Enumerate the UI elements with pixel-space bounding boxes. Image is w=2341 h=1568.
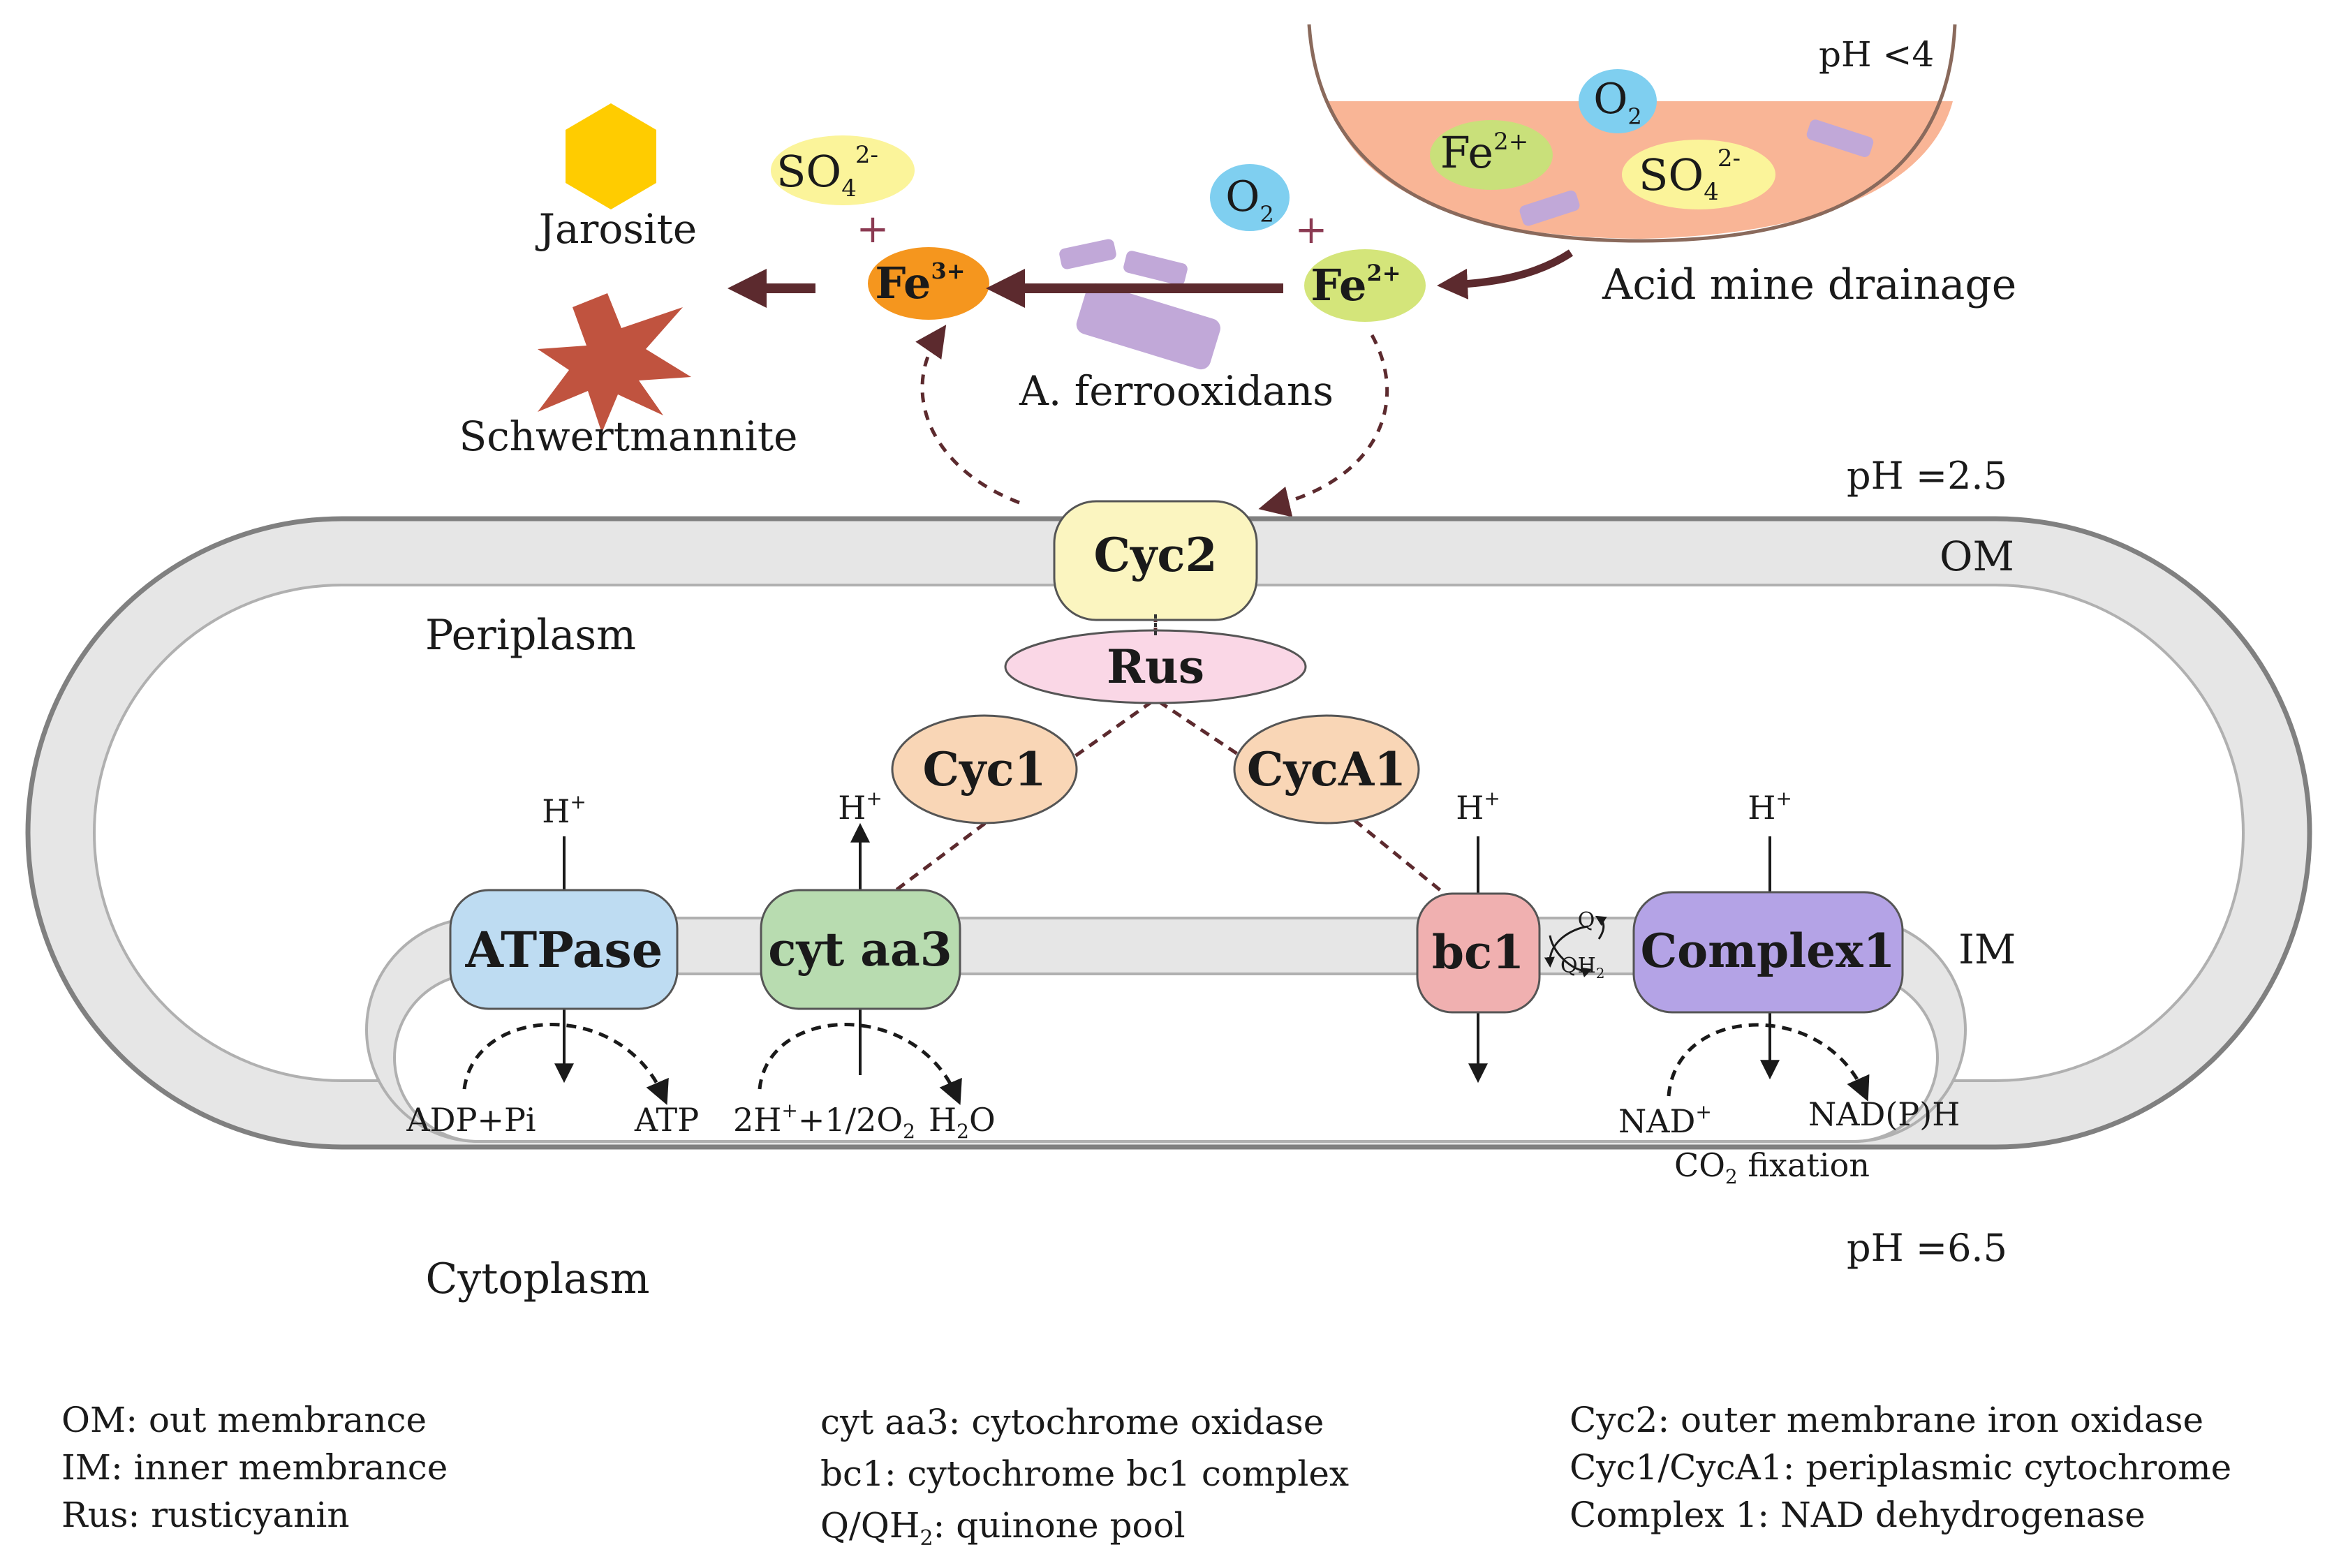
rus-cyc1-link [1067, 700, 1153, 763]
atp-synthesis-curve [462, 1023, 669, 1105]
jarosite-label: Jarosite [536, 205, 697, 253]
cyca1-label: CycA1 [1247, 742, 1406, 797]
ph-inner-label: pH =6.5 [1847, 1226, 2007, 1270]
cyc1-cytaa3-link [885, 812, 1000, 898]
legend-entry: bc1: cytochrome bc1 complex [820, 1454, 1350, 1494]
so4-top-label: SO42- [776, 141, 878, 202]
schwertmannite-star-icon [538, 293, 691, 433]
cyc2-protein [1053, 500, 1258, 621]
so4-top-bubble [771, 135, 915, 205]
plus-top: + [857, 207, 889, 252]
periplasm-label: Periplasm [425, 611, 636, 660]
amd-particle [1519, 190, 1580, 226]
complex1-protein [1632, 891, 1904, 1014]
fe2-amd-label: Fe2+ [1440, 127, 1528, 178]
im-label: IM [1958, 926, 2016, 973]
a-ferrooxidans-bacteria [1059, 239, 1220, 370]
legend-entry: Cyc1/CycA1: periplasmic cytochrome [1570, 1447, 2232, 1488]
o2-amd-bubble [1579, 69, 1657, 133]
legend-entry: Complex 1: NAD dehydrogenase [1570, 1495, 2146, 1535]
cytaa3-protein [760, 889, 961, 1010]
bacterium-rod [1059, 239, 1116, 269]
o2-amd-label: O2 [1593, 75, 1642, 130]
quinone-label: Q [1578, 908, 1595, 933]
legend-column-3: Cyc2: outer membrane iron oxidase Cyc1/C… [1570, 1396, 2231, 1539]
cyc2-label: Cyc2 [1094, 528, 1218, 582]
cyca1-protein [1233, 714, 1420, 824]
adp-pi-label: ADP+Pi [406, 1101, 536, 1139]
cyc1-label: Cyc1 [923, 742, 1047, 797]
cyc1-protein [891, 714, 1078, 824]
acid-mine-drainage-label: Acid mine drainage [1602, 260, 2016, 309]
cyc2-to-fe3-dashed-arrow [915, 325, 1020, 505]
bc1-label: bc1 [1432, 925, 1524, 979]
om-label: OM [1940, 533, 2014, 580]
schwertmannite-label: Schwertmannite [459, 413, 797, 460]
water-label: H2O [929, 1101, 996, 1143]
amd-to-fe2-arrow [1437, 249, 1574, 299]
so4-amd-bubble [1622, 140, 1775, 209]
so4-amd-label: SO42- [1639, 145, 1741, 206]
fe2-amd-bubble [1430, 120, 1553, 190]
nad-reduction-curve [1667, 1023, 1870, 1102]
ph-amd-label: pH <4 [1819, 34, 1934, 75]
oxygen-reduction-curve [758, 1023, 962, 1105]
atp-label: ATP [634, 1101, 699, 1139]
fe2-to-cyc2-dashed-arrow [1258, 334, 1389, 517]
fe2-label: Fe2+ [1310, 260, 1401, 311]
rus-protein [1004, 629, 1307, 704]
bc1-proton-label: H+ [1456, 787, 1500, 827]
legend-entry: Q/QH2: quinone pool [820, 1505, 1186, 1551]
ph-outer-label: pH =2.5 [1847, 454, 2007, 498]
cytaa3-label: cyt aa3 [768, 922, 952, 977]
o2-top-label: O2 [1225, 172, 1274, 228]
legend-entry: cyt aa3: cytochrome oxidase [820, 1402, 1324, 1442]
legend-column-1: OM: out membrance IM: inner membrance Ru… [61, 1396, 448, 1539]
cyca1-bc1-link [1353, 819, 1450, 898]
nad-label: NAD+ [1618, 1100, 1712, 1140]
atpase-proton-label: H+ [542, 790, 586, 830]
bacterium-rod [1123, 251, 1188, 286]
rus-label: Rus [1107, 639, 1204, 694]
fe3-bubble [868, 247, 989, 320]
cytoplasm-label: Cytoplasm [425, 1255, 649, 1303]
co2-fixation-label: CO2 fixation [1674, 1146, 1870, 1188]
atpase-label: ATPase [465, 921, 663, 979]
legend-entry: Cyc2: outer membrane iron oxidase [1570, 1400, 2204, 1440]
quinol-label: QH2 [1560, 954, 1605, 982]
plus-right: + [1295, 207, 1328, 253]
fe3-label: Fe3+ [875, 258, 965, 309]
rus-cyca1-link [1158, 700, 1244, 760]
jarosite-mineral: Jarosite [536, 103, 697, 253]
legend-column-2: cyt aa3: cytochrome oxidase bc1: cytochr… [820, 1396, 1349, 1565]
nadph-label: NAD(P)H [1808, 1095, 1960, 1133]
complex1-label: Complex1 [1641, 924, 1896, 978]
fe2-bubble [1304, 249, 1426, 322]
legend-entry: IM: inner membrance [61, 1447, 448, 1488]
schwertmannite-mineral: Schwertmannite [459, 293, 798, 460]
oxygen-reduction-label: 2H++1/2O2 [733, 1099, 915, 1143]
bc1-protein [1416, 892, 1541, 1014]
bacterium-rod [1076, 283, 1220, 370]
a-ferrooxidans-label: A. ferrooxidans [1019, 367, 1334, 415]
o2-top-bubble [1210, 164, 1290, 231]
legend-entry: Rus: rusticyanin [61, 1495, 350, 1535]
amd-particle [1806, 119, 1874, 158]
acid-mine-drainage-basin: pH <4 O2 Fe2+ SO42- Acid mine drainage [1307, 24, 2016, 309]
atpase-protein [449, 889, 679, 1010]
complex1-proton-label: H+ [1748, 787, 1792, 827]
quinone-cycle: Q QH2 [1544, 908, 1607, 982]
cytaa3-proton-label: H+ [838, 787, 883, 827]
amd-basin-outline [1307, 24, 1957, 243]
legend-entry: OM: out membrance [61, 1400, 427, 1440]
jarosite-hexagon-icon [566, 103, 656, 209]
